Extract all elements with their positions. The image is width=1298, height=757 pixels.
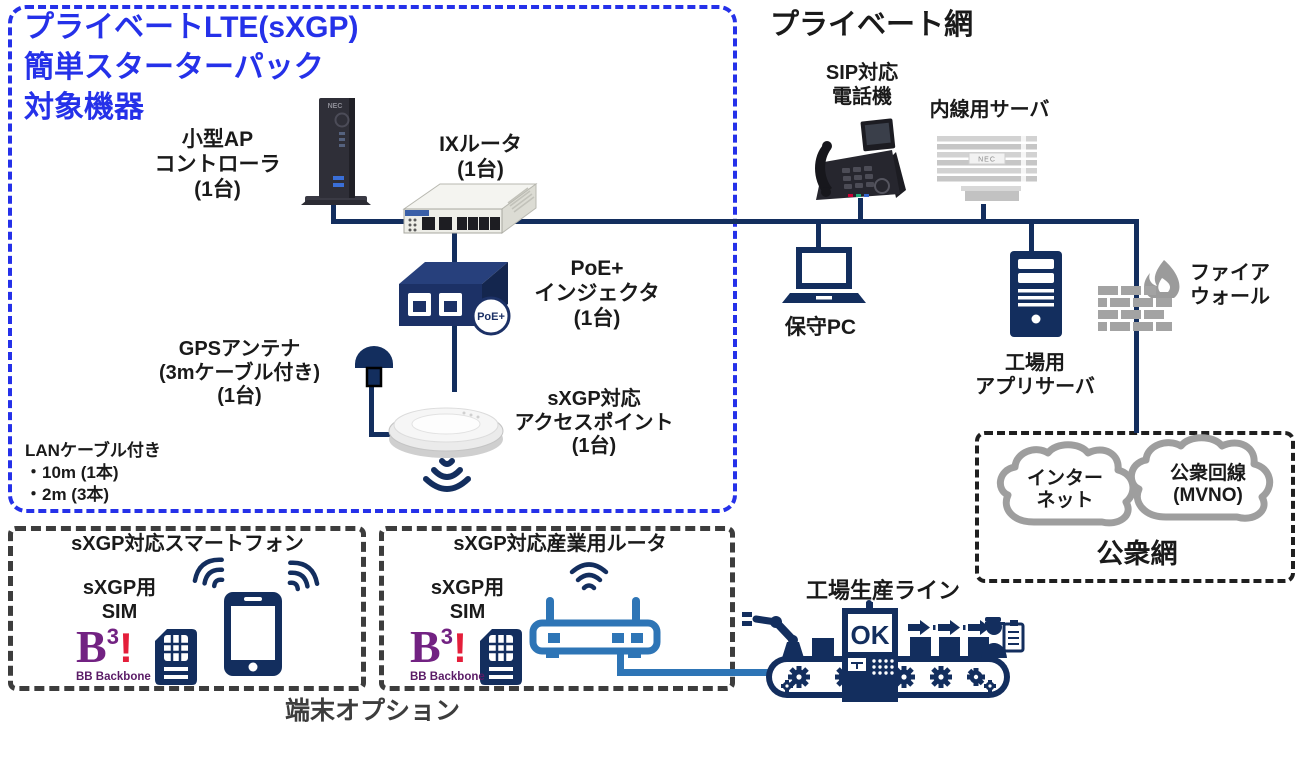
smartphone-box-title: sXGP対応スマートフォン xyxy=(71,533,304,555)
industrial-router-line-vertical xyxy=(617,650,624,676)
gps-antenna-label: GPSアンテナ (3mケーブル付き) (1台) xyxy=(158,338,321,408)
terminal-options-caption: 端末オプション xyxy=(284,697,460,725)
maintenance-pc-drop-line xyxy=(816,222,821,252)
logo-sup3: 3 xyxy=(440,624,453,649)
logo-bb-backbone-text: BB Backbone xyxy=(76,671,151,683)
app-server-label: 工場用 アプリサーバ xyxy=(975,352,1095,398)
lan-cable-note: LANケーブル付き ・10m (1本) ・2m (3本) xyxy=(25,441,161,505)
app-server-icon xyxy=(1010,251,1062,337)
pbx-server-icon: NEC xyxy=(937,136,1037,201)
pbx-server-label: 内線用サーバ xyxy=(929,99,1050,121)
ix-to-poe-line xyxy=(452,222,457,270)
ap-controller-icon: NEC xyxy=(301,98,371,205)
ap-controller-label: 小型AP コントローラ (1台) xyxy=(154,128,281,201)
pbx-server-brand: NEC xyxy=(978,157,996,164)
gps-cable-vertical xyxy=(369,382,374,437)
maintenance-pc-label: 保守PC xyxy=(784,316,857,339)
smartphone-sim-label: sXGP用 SIM xyxy=(82,577,157,623)
access-point-label: sXGP対応 アクセスポイント (1台) xyxy=(514,388,674,458)
sip-phone-label: SIP対応 電話機 xyxy=(825,62,899,108)
factory-line-icon: OK xyxy=(742,600,1025,702)
mvno-cloud-label: 公衆回線 (MVNO) xyxy=(1169,463,1246,507)
lan-bus-line xyxy=(331,219,1139,224)
internet-cloud-label: インター ネット xyxy=(1026,468,1103,512)
public-network-box xyxy=(975,431,1295,583)
access-point-wifi-icon xyxy=(423,458,471,492)
smartphone-icon xyxy=(224,592,282,676)
poe-badge: PoE+ xyxy=(477,311,505,323)
ix-router-label: IXルータ (1台) xyxy=(439,133,522,181)
firewall-icon xyxy=(1098,260,1180,331)
smartphone-wifi-left-icon xyxy=(192,557,225,589)
pbx-server-drop-line xyxy=(981,204,986,222)
logo-exclamation: ! xyxy=(118,624,133,671)
sim-card-icon xyxy=(155,629,197,685)
ix-router-icon xyxy=(402,183,538,234)
maintenance-pc-icon xyxy=(782,247,866,303)
logo-b: B xyxy=(410,621,441,672)
poe-injector-icon: PoE+ xyxy=(399,262,511,336)
ap-controller-brand: NEC xyxy=(328,103,343,110)
starter-pack-box xyxy=(8,5,737,513)
industrial-router-line-horizontal xyxy=(617,669,779,676)
poe-injector-label: PoE+ インジェクタ (1台) xyxy=(534,257,660,330)
app-server-drop-line xyxy=(1029,222,1034,256)
logo-bb-backbone-text: BB Backbone xyxy=(410,671,485,683)
starter-pack-title: プライベートLTE(sXGP) 簡単スターターパック 対象機器 xyxy=(24,11,359,124)
poe-to-ap-line xyxy=(452,318,457,392)
router-sim-label: sXGP用 SIM xyxy=(430,577,505,623)
industrial-router-icon xyxy=(529,597,661,658)
public-network-title: 公衆網 xyxy=(1096,539,1178,569)
gps-antenna-icon xyxy=(355,346,393,388)
bb-backbone-logo: B3! BB Backbone xyxy=(410,624,485,684)
factory-ok-display: OK xyxy=(851,620,890,650)
internet-cloud-icon xyxy=(996,441,1137,527)
industrial-router-wifi-icon xyxy=(569,562,609,591)
gps-cable-horizontal xyxy=(369,432,398,437)
ap-controller-cable xyxy=(331,199,336,222)
sim-card-icon xyxy=(480,629,522,685)
industrial-router-option-box xyxy=(379,526,735,691)
logo-b: B xyxy=(76,621,107,672)
smartphone-option-box xyxy=(8,526,366,691)
private-network-title: プライベート網 xyxy=(770,9,974,41)
sip-phone-drop-line xyxy=(858,198,863,222)
logo-exclamation: ! xyxy=(452,624,467,671)
access-point-icon xyxy=(388,407,504,458)
sip-phone-icon xyxy=(815,118,906,200)
router-box-title: sXGP対応産業用ルータ xyxy=(453,533,667,555)
mvno-cloud-icon xyxy=(1127,434,1274,522)
bb-backbone-logo: B3! BB Backbone xyxy=(76,624,151,684)
logo-sup3: 3 xyxy=(106,624,119,649)
smartphone-wifi-right-icon xyxy=(287,560,320,592)
firewall-label: ファイア ウォール xyxy=(1190,262,1270,308)
factory-line-label: 工場生産ライン xyxy=(805,578,960,603)
